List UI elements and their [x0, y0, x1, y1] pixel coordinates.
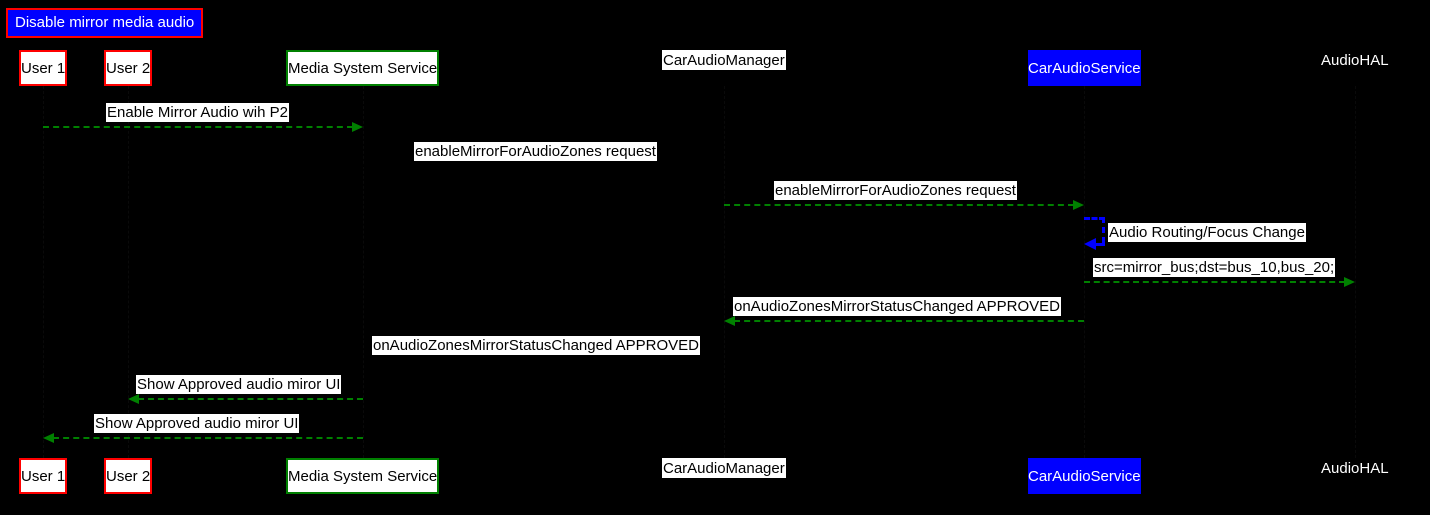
message-arrow-shaft — [43, 126, 353, 128]
message-label-m7: onAudioZonesMirrorStatusChanged APPROVED — [372, 336, 701, 355]
self-message-right-segment — [1102, 217, 1105, 243]
participant-label: Media System Service — [288, 467, 438, 485]
participant-label: User 1 — [21, 467, 66, 485]
message-arrow-m9 — [43, 433, 363, 443]
self-message-top-segment — [1084, 217, 1105, 220]
message-arrow-m3 — [724, 200, 1084, 210]
participant-label: CarAudioManager — [663, 51, 785, 69]
participant-label: User 1 — [21, 59, 66, 77]
participant-label: AudioHAL — [1321, 51, 1389, 69]
participant-mss-header: Media System Service — [286, 50, 440, 86]
message-arrow-m6 — [724, 316, 1084, 326]
message-arrow-shaft — [138, 398, 363, 400]
message-arrow-shaft — [53, 437, 363, 439]
lifeline-cas — [1084, 86, 1086, 458]
participant-user2-footer: User 2 — [104, 458, 153, 494]
message-arrow-m1 — [43, 122, 363, 132]
participant-user2-header: User 2 — [104, 50, 153, 86]
message-arrow-shaft — [1084, 281, 1345, 283]
message-arrowhead — [1344, 277, 1355, 287]
participant-user1-header: User 1 — [19, 50, 68, 86]
message-arrowhead — [43, 433, 54, 443]
lifeline-hal — [1355, 86, 1357, 458]
participant-mss-footer: Media System Service — [286, 458, 440, 494]
message-label-m2: enableMirrorForAudioZones request — [414, 142, 657, 161]
message-label-m3: enableMirrorForAudioZones request — [774, 181, 1017, 200]
participant-cam-footer: CarAudioManager — [662, 458, 786, 478]
diagram-title: Disable mirror media audio — [6, 8, 204, 38]
message-arrow-shaft — [734, 320, 1084, 322]
participant-hal-header: AudioHAL — [1321, 50, 1389, 70]
participant-label: Media System Service — [288, 59, 438, 77]
lifeline-user2 — [128, 86, 130, 458]
message-arrowhead — [1073, 200, 1084, 210]
message-label-m6: onAudioZonesMirrorStatusChanged APPROVED — [733, 297, 1062, 316]
participant-label: User 2 — [106, 467, 151, 485]
message-label-m4: Audio Routing/Focus Change — [1108, 223, 1306, 242]
message-label-m8: Show Approved audio miror UI — [136, 375, 342, 394]
message-arrow-shaft — [373, 359, 724, 361]
lifeline-mss — [363, 86, 365, 458]
participant-cas-header: CarAudioService — [1028, 50, 1141, 86]
message-arrowhead — [128, 394, 139, 404]
message-arrow-m2 — [363, 161, 724, 171]
participant-label: CarAudioService — [1028, 59, 1141, 77]
lifeline-cam — [724, 86, 726, 458]
message-label-m5: src=mirror_bus;dst=bus_10,bus_20; — [1093, 258, 1336, 277]
message-arrowhead — [724, 316, 735, 326]
message-label-m9: Show Approved audio miror UI — [94, 414, 300, 433]
participant-label: CarAudioManager — [663, 459, 785, 477]
message-arrow-m7 — [363, 355, 724, 365]
participant-cam-header: CarAudioManager — [662, 50, 786, 70]
participant-label: AudioHAL — [1321, 459, 1389, 477]
self-message-bottom-segment — [1094, 243, 1105, 246]
lifeline-user1 — [43, 86, 45, 458]
participant-label: CarAudioService — [1028, 467, 1141, 485]
message-arrow-shaft — [363, 165, 714, 167]
message-arrowhead — [352, 122, 363, 132]
participant-label: User 2 — [106, 59, 151, 77]
message-arrow-shaft — [724, 204, 1074, 206]
message-label-m1: Enable Mirror Audio wih P2 — [106, 103, 289, 122]
message-arrow-m8 — [128, 394, 363, 404]
participant-hal-footer: AudioHAL — [1321, 458, 1389, 478]
message-arrowhead — [713, 161, 724, 171]
message-arrowhead — [363, 355, 374, 365]
message-arrow-m5 — [1084, 277, 1355, 287]
self-message-arrowhead — [1084, 238, 1096, 250]
participant-cas-footer: CarAudioService — [1028, 458, 1141, 494]
participant-user1-footer: User 1 — [19, 458, 68, 494]
